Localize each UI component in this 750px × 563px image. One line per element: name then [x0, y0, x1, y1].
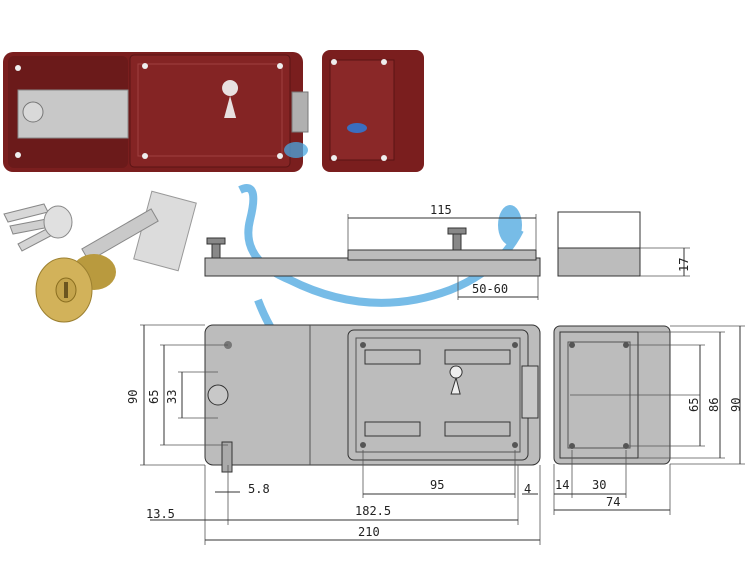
keeper-side-view: [557, 211, 690, 277]
dim-bottom-210: 210: [358, 525, 380, 539]
dim-top-50-60: 50-60: [472, 282, 508, 296]
cylinder-photo: [35, 190, 197, 323]
dim-keeper-30: 30: [592, 478, 606, 492]
dim-bottom-4: 4: [524, 482, 531, 496]
strike-keeper-photo: [322, 50, 424, 172]
keeper-dimensions: [626, 325, 745, 465]
dim-top-115: 115: [430, 203, 452, 217]
dim-bottom-5-8: 5.8: [248, 482, 270, 496]
front-view-lock: [204, 324, 541, 473]
dim-bottom-13-5: 13.5: [146, 507, 175, 521]
dim-keeper-86: 86: [707, 398, 721, 412]
dim-keeper-14: 14: [555, 478, 569, 492]
side-elevation: [204, 214, 541, 300]
dim-keeper-65: 65: [687, 398, 701, 412]
left-dimensions: [140, 324, 228, 466]
dim-bottom-95: 95: [430, 478, 444, 492]
dim-bottom-182-5: 182.5: [355, 504, 391, 518]
dim-left-33: 33: [165, 390, 179, 404]
front-view-keeper: [553, 325, 700, 465]
dim-side-17: 17: [677, 258, 691, 272]
dim-left-65: 65: [147, 390, 161, 404]
dim-left-90: 90: [126, 390, 140, 404]
lock-body-photo: [3, 52, 309, 172]
bottom-dimensions: [150, 450, 671, 545]
dim-keeper-90: 90: [729, 398, 743, 412]
dim-keeper-74: 74: [606, 495, 620, 509]
keys-photo: [3, 203, 73, 252]
